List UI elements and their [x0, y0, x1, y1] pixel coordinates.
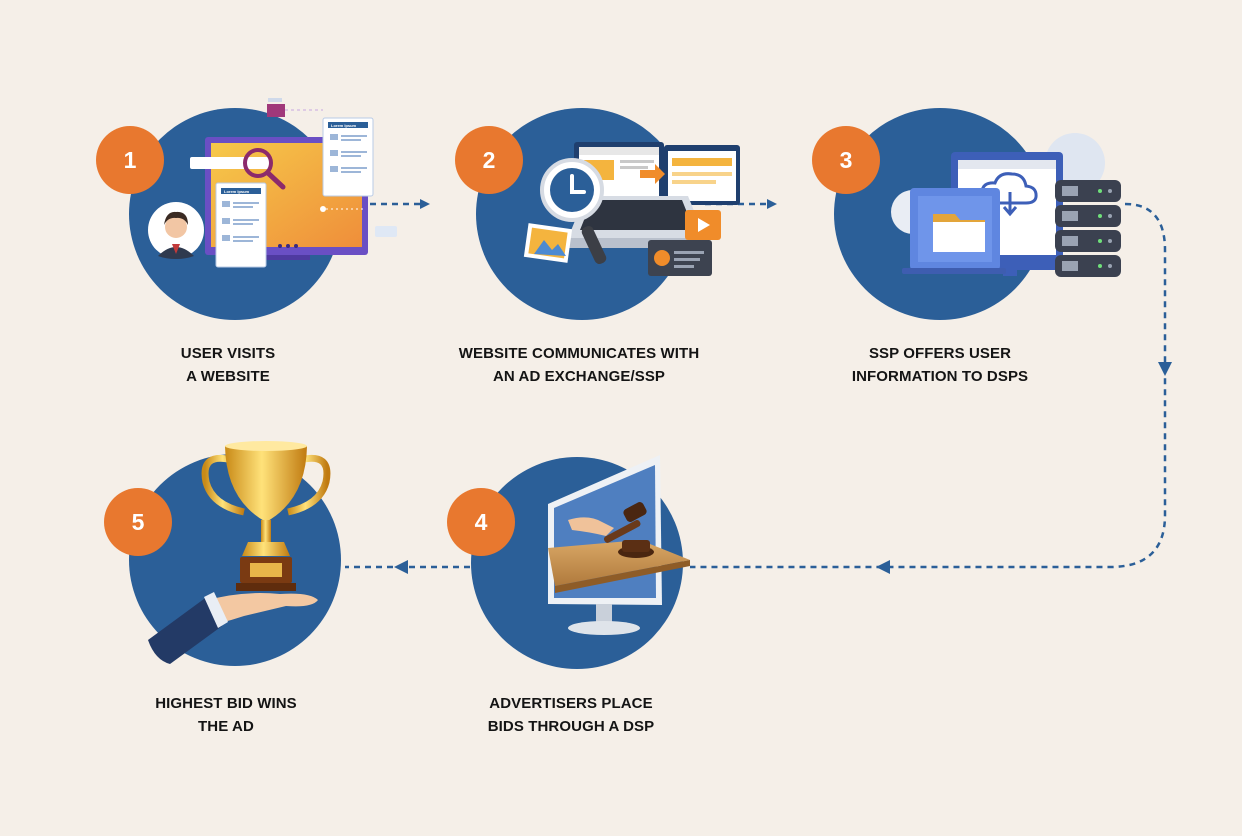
auction-gavel-icon [548, 455, 690, 635]
step-5-circle [129, 454, 341, 666]
arrowhead-down-3 [1158, 362, 1172, 376]
laptop-analytics-icon [523, 142, 740, 276]
arrowhead-left-4 [876, 560, 890, 574]
step-2-badge: 2 [455, 126, 523, 194]
step-2-caption: WEBSITE COMMUNICATES WITH AN AD EXCHANGE… [429, 342, 729, 388]
step-5: 5 [104, 441, 341, 666]
step-3: 3 [812, 108, 1121, 320]
step-3-caption: SSP OFFERS USER INFORMATION TO DSPS [790, 342, 1090, 388]
step-5-caption: HIGHEST BID WINS THE AD [76, 692, 376, 738]
step-1-number: 1 [124, 147, 137, 173]
card-label-top: Lorem Ipsum [331, 123, 357, 128]
cloud-server-icon [891, 133, 1121, 277]
step-3-caption-line1: SSP OFFERS USER [868, 345, 1012, 362]
user-browsing-website-icon: Lorem Ipsum Lorem Ipsum [148, 98, 397, 268]
step-5-caption-line1: HIGHEST BID WINS [155, 695, 297, 712]
step-2-caption-line2: AN AD EXCHANGE/SSP [492, 368, 666, 385]
arrowhead-left-5 [394, 560, 408, 574]
server-rack [1055, 180, 1121, 277]
step-1: Lorem Ipsum Lorem Ipsum [96, 98, 397, 320]
step-3-badge: 3 [812, 126, 880, 194]
step-3-caption-line2: INFORMATION TO DSPS [851, 368, 1029, 385]
step-1-caption-line1: USER VISITS [180, 345, 276, 362]
step-2-caption-line1: WEBSITE COMMUNICATES WITH [458, 345, 700, 362]
step-1-badge: 1 [96, 126, 164, 194]
step-1-caption-line2: A WEBSITE [186, 368, 270, 385]
step-4-number: 4 [475, 509, 488, 535]
step-1-caption: USER VISITS A WEBSITE [78, 342, 378, 388]
step-4-caption-line2: BIDS THROUGH A DSP [487, 718, 655, 735]
step-3-number: 3 [840, 147, 853, 173]
step-2-number: 2 [483, 147, 496, 173]
step-5-badge: 5 [104, 488, 172, 556]
step-5-caption-line2: THE AD [198, 718, 254, 735]
trophy-on-hand-icon [148, 441, 331, 664]
step-4-badge: 4 [447, 488, 515, 556]
connector-3-to-4 [690, 202, 1167, 569]
step-5-number: 5 [132, 509, 145, 535]
step-4: 4 [447, 455, 690, 669]
step-4-caption-line1: ADVERTISERS PLACE [489, 695, 653, 712]
card-label-left: Lorem Ipsum [224, 189, 250, 194]
step-4-caption: ADVERTISERS PLACE BIDS THROUGH A DSP [421, 692, 721, 738]
step-2: 2 [455, 108, 740, 320]
